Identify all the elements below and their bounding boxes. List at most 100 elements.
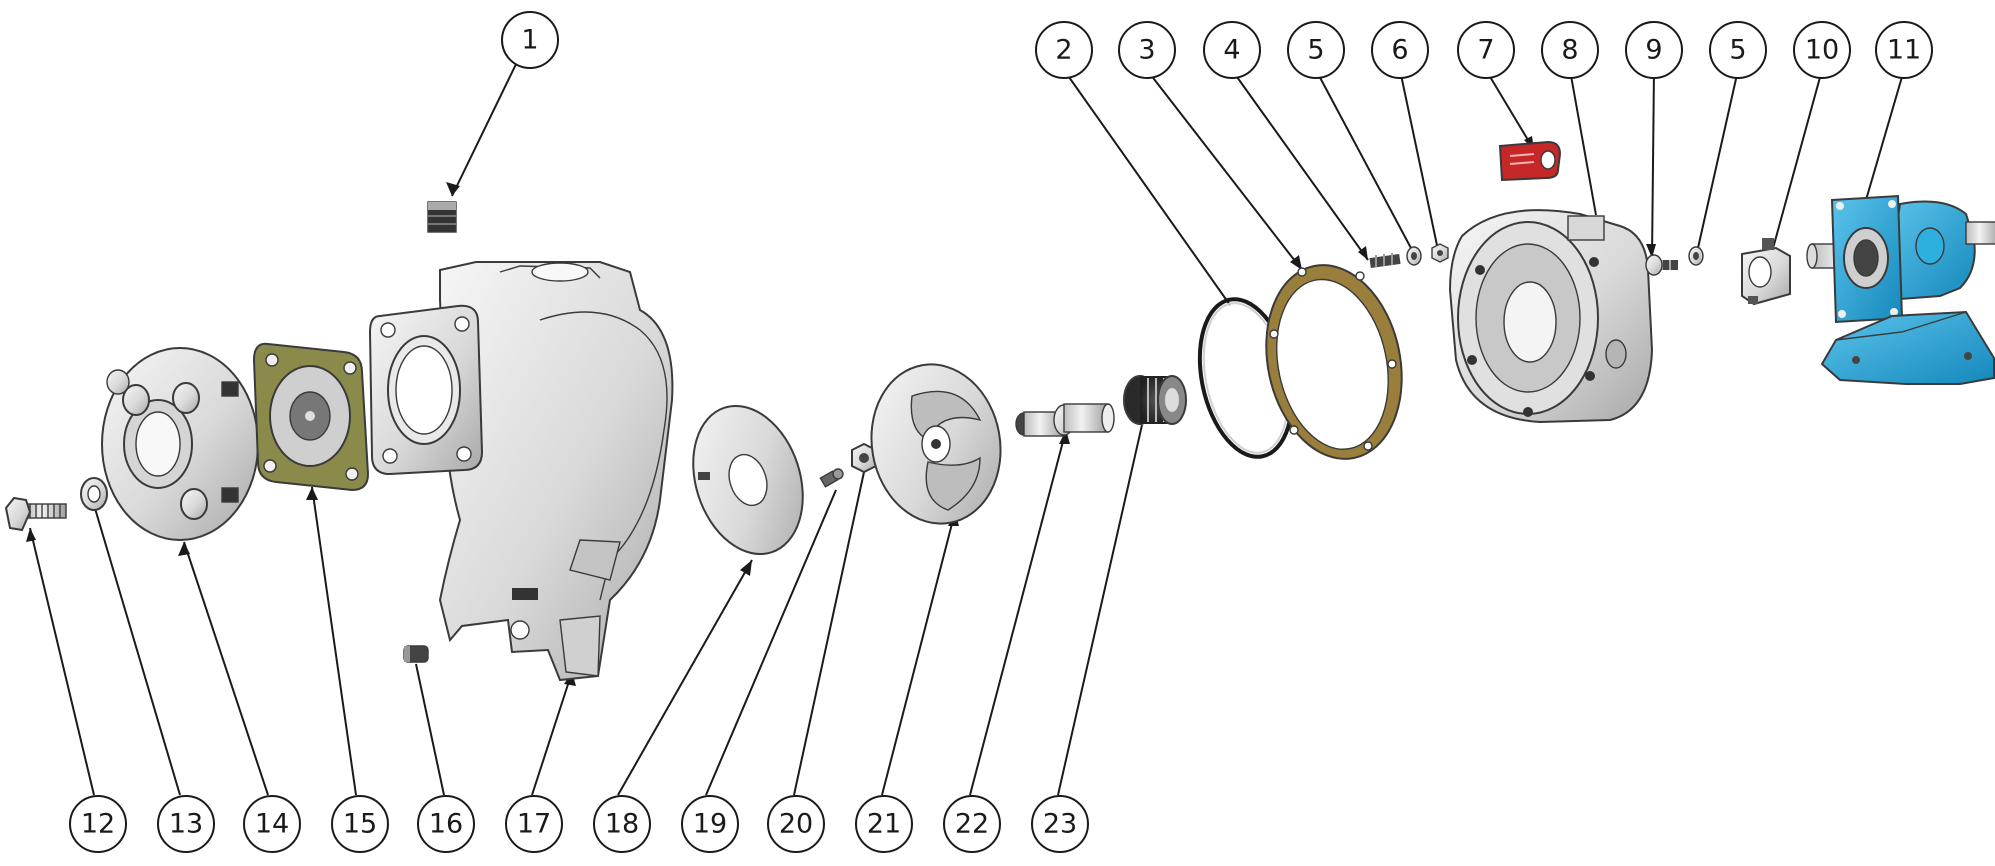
leader-2 <box>1063 69 1231 306</box>
callout-balloon: 19 <box>681 795 739 853</box>
callout-label: 6 <box>1391 35 1408 66</box>
callout-balloons: 1 2 3 4 5 6 7 8 9 5 10 11 12 13 14 15 16… <box>69 11 1933 853</box>
leader-18 <box>617 559 753 796</box>
callout-label: 10 <box>1805 35 1839 66</box>
arrowhead-12 <box>26 528 36 542</box>
leader-lines <box>26 59 1905 796</box>
part-4-stud <box>1369 253 1401 269</box>
leader-16 <box>415 663 445 796</box>
leader-10 <box>1771 69 1823 253</box>
part-8-adapter-housing <box>1448 209 1654 424</box>
callout-label: 5 <box>1729 35 1746 66</box>
part-19-screw <box>819 468 844 488</box>
arrowhead-22 <box>1059 430 1070 444</box>
leader-9 <box>1651 69 1655 259</box>
arrowhead-9 <box>1646 244 1656 258</box>
callout-balloon: 4 <box>1203 21 1261 79</box>
part-17-pump-casing <box>438 261 674 682</box>
part-10-shaft-collar <box>1741 238 1791 306</box>
callout-label: 3 <box>1138 35 1155 66</box>
part-15-gasket-plate <box>252 342 370 492</box>
callout-balloon: 1 <box>501 11 559 69</box>
callout-label: 16 <box>429 809 463 840</box>
callout-label: 22 <box>955 809 989 840</box>
callout-balloon: 23 <box>1031 795 1089 853</box>
leader-13 <box>93 504 181 796</box>
callout-label: 13 <box>169 809 203 840</box>
leader-17 <box>531 671 573 796</box>
part-5-lock-washer <box>1406 246 1422 266</box>
leader-15 <box>311 486 357 796</box>
arrowhead-1 <box>446 182 460 196</box>
callout-balloon: 10 <box>1793 21 1851 79</box>
callout-balloon: 14 <box>243 795 301 853</box>
callout-balloon: 11 <box>1875 21 1933 79</box>
leader-11 <box>1865 69 1905 201</box>
leader-6 <box>1399 69 1439 251</box>
callout-balloon: 5 <box>1287 21 1345 79</box>
callout-balloon: 6 <box>1371 21 1429 79</box>
callout-balloon: 18 <box>593 795 651 853</box>
callout-balloon: 22 <box>943 795 1001 853</box>
callout-balloon: 7 <box>1457 21 1515 79</box>
arrowhead-18 <box>740 560 752 576</box>
callout-balloon: 16 <box>417 795 475 853</box>
callout-balloon: 13 <box>157 795 215 853</box>
part-6-nut <box>1431 243 1449 263</box>
leader-20 <box>793 471 865 796</box>
callout-balloon: 8 <box>1541 21 1599 79</box>
leader-8 <box>1569 69 1597 216</box>
part-7-name-plate <box>1498 140 1562 182</box>
part-14-flange <box>101 347 259 541</box>
callout-balloon: 3 <box>1118 21 1176 79</box>
callout-label: 17 <box>517 809 551 840</box>
callout-label: 8 <box>1561 35 1578 66</box>
part-1-pipe-plug <box>427 201 457 233</box>
callout-label: 21 <box>867 809 901 840</box>
part-17-suction-flange <box>368 304 484 476</box>
callout-balloon: 2 <box>1035 21 1093 79</box>
callout-label: 12 <box>81 809 115 840</box>
leader-7 <box>1485 69 1535 151</box>
part-18-wear-plate <box>692 404 804 556</box>
leader-3 <box>1146 69 1303 271</box>
callout-label: 15 <box>343 809 377 840</box>
callout-label: 5 <box>1307 35 1324 66</box>
callout-balloon: 12 <box>69 795 127 853</box>
callout-label: 19 <box>693 809 727 840</box>
callout-label: 11 <box>1887 35 1921 66</box>
callout-label: 20 <box>779 809 813 840</box>
leader-14 <box>183 541 269 796</box>
callout-balloon: 15 <box>331 795 389 853</box>
callout-label: 9 <box>1645 35 1662 66</box>
arrowhead-14 <box>178 542 190 556</box>
leader-5b <box>1697 69 1739 249</box>
part-13-washer <box>80 477 108 511</box>
callout-label: 14 <box>255 809 289 840</box>
part-16-drain-plug <box>403 645 429 663</box>
leader-21 <box>881 511 956 796</box>
callout-label: 18 <box>605 809 639 840</box>
part-11-bearing-frame <box>1806 194 1995 385</box>
arrowhead-15 <box>306 487 318 500</box>
callout-label: 1 <box>521 25 538 56</box>
part-23-mechanical-seal <box>1123 375 1187 425</box>
callout-balloon: 21 <box>855 795 913 853</box>
callout-label: 23 <box>1043 809 1077 840</box>
part-22-shaft-sleeve <box>1015 403 1115 437</box>
leader-22 <box>969 429 1067 796</box>
arrowhead-4 <box>1358 246 1368 260</box>
callout-balloon: 20 <box>767 795 825 853</box>
part-21-impeller <box>870 363 1002 525</box>
callout-balloon: 17 <box>505 795 563 853</box>
part-9-cap-screw <box>1645 254 1678 276</box>
part-12-hex-bolt <box>4 496 67 532</box>
callout-balloon: 9 <box>1625 21 1683 79</box>
leader-19 <box>705 489 837 796</box>
callout-label: 4 <box>1223 35 1240 66</box>
leader-12 <box>29 527 95 796</box>
part-3-gasket <box>1265 264 1403 460</box>
leader-23 <box>1057 424 1143 796</box>
